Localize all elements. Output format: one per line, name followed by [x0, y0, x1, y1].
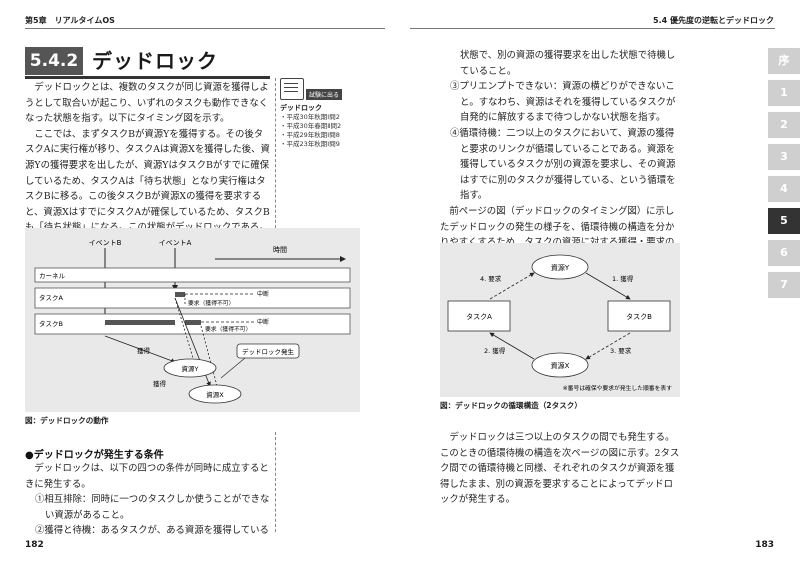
resource-y-label: 資源Y	[182, 364, 199, 373]
chapter-tab[interactable]: 3	[768, 144, 800, 170]
acquire-label-2: 獲得	[153, 379, 167, 388]
exam-badge: 試験に出る	[306, 89, 343, 100]
cycle-caption: 図：デッドロックの循環構造（2タスク）	[440, 401, 582, 410]
page-number-right: 183	[755, 540, 774, 550]
resource-x-label: 資源X	[206, 390, 224, 399]
edge-3	[585, 332, 631, 360]
acquire-label-1: 獲得	[137, 346, 151, 355]
side-item: ・平成30年秋期Ⅰ問2	[280, 113, 340, 121]
event-a-label: イベントA	[159, 239, 192, 247]
side-item: ・平成29年秋期Ⅰ問8	[280, 131, 340, 139]
bottom-divider	[275, 432, 276, 532]
conditions-body: デッドロックは、以下の四つの条件が同時に成立するときに発生する。 ①相互排除：同…	[25, 461, 270, 539]
right-last: デッドロックは三つ以上のタスクの間でも発生する。このときの循環待機の構造を次ペー…	[440, 430, 680, 508]
row-label-task-b: タスクB	[39, 319, 63, 328]
condition-1: ①相互排除：同時に一つのタスクしか使うことができない資源があること。	[35, 494, 270, 521]
chapter-tab[interactable]: 序	[768, 48, 800, 74]
cycle-task-b-label: タスクB	[626, 312, 652, 321]
condition-2-continued: 状態で、別の資源の獲得要求を出した状態で待機していること。	[460, 50, 676, 77]
deadlock-label: デッドロック発生	[242, 347, 295, 356]
chapter-tabs: 序 1 2 3 4 5 6 7	[768, 48, 800, 298]
cycle-task-b	[607, 300, 671, 332]
edge-1	[585, 272, 631, 300]
row-kernel	[34, 267, 351, 283]
cycle-task-a-label: タスクA	[466, 312, 492, 321]
header-rule-right	[410, 28, 775, 29]
halt-a-label: 中断	[257, 290, 269, 298]
running-header-left: 第5章 リアルタイムOS	[25, 16, 115, 25]
chapter-tab[interactable]: 2	[768, 112, 800, 138]
side-note: 試験に出る デッドロック ・平成30年秋期Ⅰ問2 ・平成30年春期Ⅱ問2 ・平成…	[280, 78, 370, 149]
request-y-arrow	[174, 297, 194, 359]
edge-2-label: 2. 獲得	[484, 346, 506, 355]
timing-diagram: 時間 イベントB イベントA カーネル タスクA タスクB 要求（獲得不可） 中…	[34, 239, 351, 404]
task-a-exec-bar	[175, 292, 185, 297]
chapter-tab[interactable]: 7	[768, 272, 800, 298]
edge-4-label: 4. 要求	[480, 274, 502, 283]
row-label-task-a: タスクA	[39, 293, 64, 302]
condition-3: ③プリエンプトできない：資源の横どりができないこと。すなわち、資源はそれを獲得し…	[450, 81, 676, 124]
cycle-note: ※番号は確保や要求が発生した順番を表す	[563, 384, 672, 392]
edge-3-label: 3. 要求	[610, 346, 632, 355]
side-divider	[275, 78, 276, 228]
header-rule-left	[25, 28, 385, 29]
last-para: デッドロックは三つ以上のタスクの間でも発生する。このときの循環待機の構造を次ペー…	[440, 432, 680, 506]
task-b-exec-bar-2	[185, 320, 201, 325]
chapter-tab[interactable]: 4	[768, 176, 800, 202]
side-item: ・平成30年春期Ⅱ問2	[280, 122, 342, 130]
chapter-tab-active[interactable]: 5	[768, 208, 800, 234]
conditions-intro: デッドロックは、以下の四つの条件が同時に成立するときに発生する。	[25, 463, 269, 490]
halt-b-label: 中断	[257, 318, 269, 326]
left-para-2: ここでは、まずタスクBが資源Yを獲得する。その後タスクAに実行権が移り、タスクA…	[25, 128, 270, 234]
right-body: 状態で、別の資源の獲得要求を出した状態で待機していること。 ③プリエンプトできな…	[440, 48, 680, 266]
section-title: デッドロック	[92, 49, 218, 73]
edge-1-label: 1. 獲得	[612, 274, 634, 283]
section-rule	[25, 76, 270, 79]
edge-4	[489, 272, 535, 300]
left-body: デッドロックとは、複数のタスクが同じ資源を獲得しようとして取合いが起こり、いずれ…	[25, 80, 270, 236]
row-label-kernel: カーネル	[39, 272, 66, 280]
resource-y	[163, 358, 217, 378]
resource-x	[188, 384, 242, 404]
deadlock-callout	[236, 343, 300, 359]
cycle-task-a	[447, 300, 511, 332]
running-header-right: 5.4 優先度の逆転とデッドロック	[653, 16, 774, 25]
side-title: デッドロック	[280, 104, 322, 112]
timing-figure: 時間 イベントB イベントA カーネル タスクA タスクB 要求（獲得不可） 中…	[25, 228, 360, 412]
acquire-y-arrow	[104, 335, 176, 363]
condition-2: ②獲得と待機：あるタスクが、ある資源を獲得している	[35, 525, 269, 537]
req-b-label: 要求（獲得不可）	[205, 325, 251, 333]
timing-caption: 図：デッドロックの動作	[25, 416, 109, 425]
cycle-resource-x-label: 資源X	[551, 361, 570, 370]
left-para-1: デッドロックとは、複数のタスクが同じ資源を獲得しようとして取合いが起こり、いずれ…	[25, 82, 269, 125]
chapter-tab[interactable]: 1	[768, 80, 800, 106]
time-label: 時間	[273, 246, 287, 254]
request-x-arrow	[200, 325, 218, 387]
event-b-label: イベントB	[89, 239, 122, 247]
condition-4: ④循環待機：二つ以上のタスクにおいて、資源の獲得と要求のリンクが循環していること…	[450, 127, 676, 202]
conditions-heading: ●デッドロックが発生する条件	[25, 450, 164, 461]
cycle-diagram: 資源Y 資源X タスクA タスクB 1. 獲得 2. 獲得 3. 要求 4. 要…	[447, 254, 672, 392]
document-icon	[280, 78, 304, 100]
cycle-resource-x	[531, 352, 589, 378]
edge-2	[489, 332, 535, 360]
req-a-label: 要求（獲得不可）	[188, 299, 234, 307]
callout-pointer	[220, 357, 246, 379]
chapter-tab[interactable]: 6	[768, 240, 800, 266]
task-b-exec-bar	[105, 320, 175, 325]
cycle-figure: 資源Y 資源X タスクA タスクB 1. 獲得 2. 獲得 3. 要求 4. 要…	[440, 243, 680, 397]
side-item: ・平成23年秋期Ⅰ問9	[280, 140, 340, 148]
page-number-left: 182	[25, 540, 44, 550]
cycle-resource-y-label: 資源Y	[551, 263, 570, 272]
row-task-a	[34, 287, 351, 309]
cycle-resource-y	[531, 254, 589, 280]
section-number: 5.4.2	[25, 47, 83, 75]
